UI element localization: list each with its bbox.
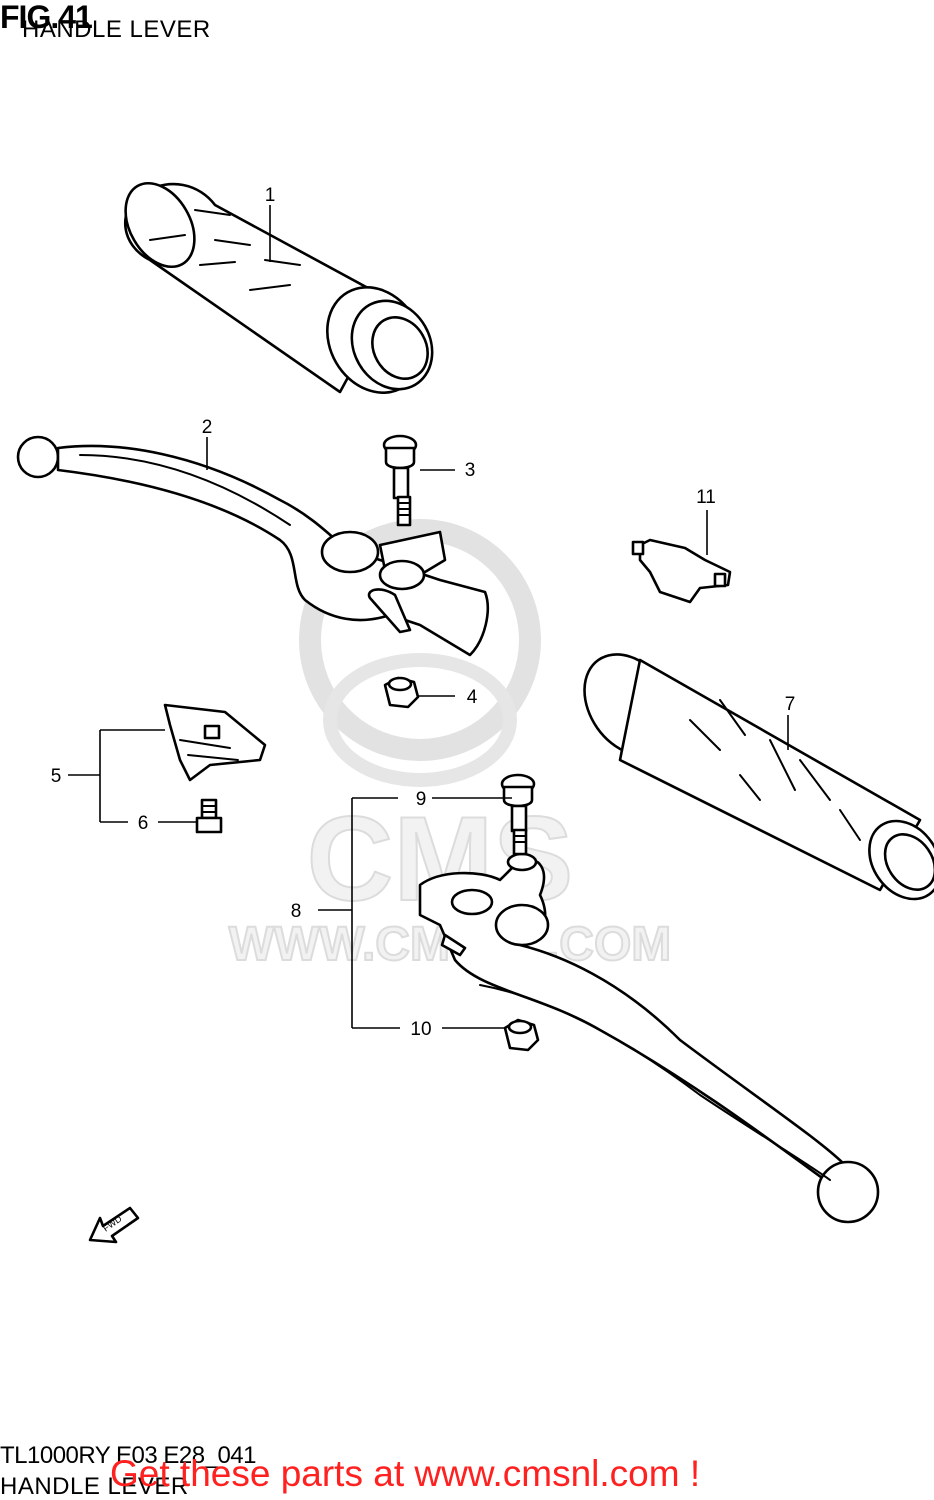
leader-lines [68,205,789,1029]
part-10-nut[interactable] [503,1018,540,1052]
callout-3[interactable]: 3 [465,460,476,481]
part-3-pivot-bolt[interactable] [382,434,418,527]
callout-7[interactable]: 7 [785,694,796,715]
part-1-grip-left[interactable] [112,171,448,410]
fwd-arrow-icon: FWD [88,1206,140,1244]
part-6-screw[interactable] [195,798,223,834]
callout-11[interactable]: 11 [696,487,716,508]
figure-number: FIG.41 [0,0,93,35]
callout-8[interactable]: 8 [291,901,302,922]
part-11-brake-switch[interactable] [631,538,732,604]
part-2-lever-left[interactable] [16,435,489,657]
callout-2[interactable]: 2 [202,417,213,438]
part-9-pivot-bolt[interactable] [500,773,536,856]
promo-link[interactable]: Get these parts at www.cmsnl.com ! [110,1453,701,1494]
part-4-nut[interactable] [383,676,420,709]
model-code: TL1000RY E03 E28_041 [0,1442,257,1469]
callout-6[interactable]: 6 [138,813,149,834]
part-7-grip-right[interactable] [566,637,934,913]
callout-9[interactable]: 9 [416,789,427,810]
figure-subtitle: HANDLE LEVER [22,16,211,43]
callout-4[interactable]: 4 [467,687,478,708]
callout-10[interactable]: 10 [410,1019,431,1040]
part-5-switch[interactable] [163,703,267,782]
callout-labels: 1 2 3 4 5 6 7 8 9 10 11 [51,185,796,1040]
callout-1[interactable]: 1 [265,185,276,206]
part-8-lever-right[interactable] [418,852,880,1224]
callout-5[interactable]: 5 [51,766,62,787]
footer-subtitle: HANDLE LEVER [0,1473,189,1500]
